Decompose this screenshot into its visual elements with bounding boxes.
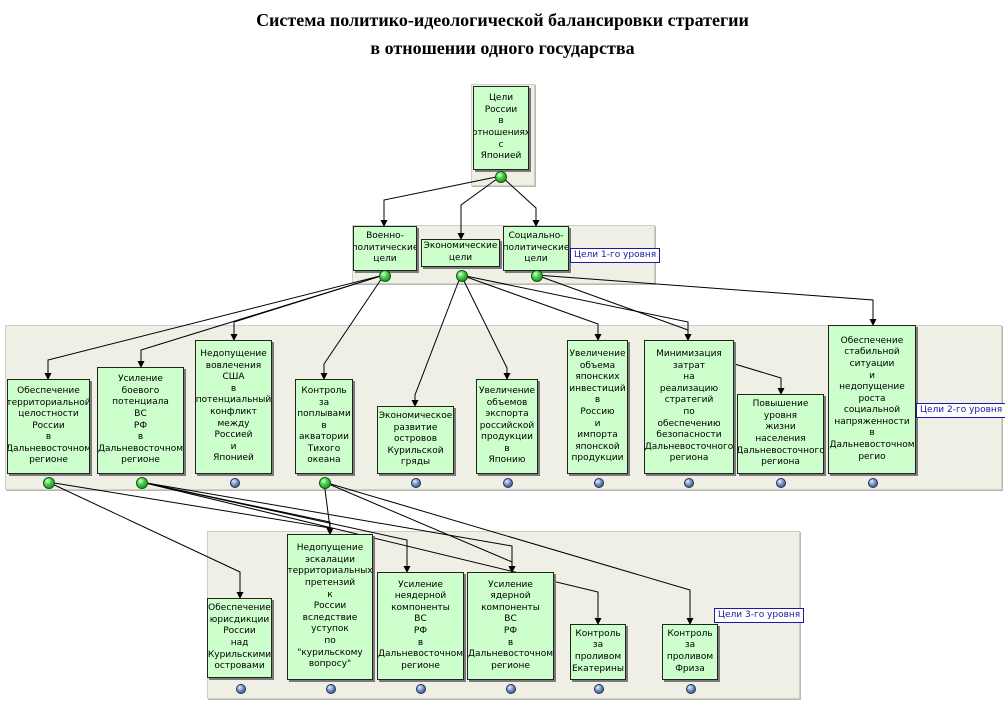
node-pacific-control[interactable]: Контроль за поплывами в акватории Тихого… xyxy=(295,379,353,474)
expand-dot-economic[interactable] xyxy=(456,270,468,282)
expand-dot-root[interactable] xyxy=(495,171,507,183)
leaf-dot-escalation[interactable] xyxy=(326,684,336,694)
node-friza-strait[interactable]: Контроль за проливом Фриза xyxy=(662,624,718,680)
node-security-costs[interactable]: Минимизация затрат на реализацию стратег… xyxy=(644,340,734,474)
node-military-political-goals[interactable]: Военно- политические цели xyxy=(353,226,417,271)
node-kuril-development[interactable]: Экономическое развитие островов Курильск… xyxy=(377,406,454,474)
expand-dot-combat[interactable] xyxy=(136,477,148,489)
page-title-line-1: Система политико-идеологической балансир… xyxy=(256,10,749,30)
node-export-growth[interactable]: Увеличение объемов экспорта российской п… xyxy=(476,379,538,474)
leaf-dot-ekaterina[interactable] xyxy=(594,684,604,694)
page-title-line-2: в отношении одного государства xyxy=(370,38,635,58)
node-usa-involvement[interactable]: Недопущение вовлечения США в потенциальн… xyxy=(195,340,272,474)
node-japanese-investment[interactable]: Увеличение объема японских инвестиций в … xyxy=(567,340,628,474)
node-combat-potential[interactable]: Усиление боевого потенциала ВС РФ в Даль… xyxy=(97,367,184,474)
node-root-goals[interactable]: Цели России в отношениях с Японией xyxy=(473,86,529,170)
label-level-3: Цели 3-го уровня xyxy=(714,608,805,623)
expand-dot-social[interactable] xyxy=(531,270,543,282)
leaf-dot-jurisdiction[interactable] xyxy=(236,684,246,694)
node-ekaterina-strait[interactable]: Контроль за проливом Екатерины xyxy=(570,624,626,680)
expand-dot-military[interactable] xyxy=(379,270,391,282)
leaf-dot-costs[interactable] xyxy=(684,478,694,488)
node-nuclear[interactable]: Усиление ядерной компоненты ВС РФ в Даль… xyxy=(467,572,554,680)
node-social-political-goals[interactable]: Социально- политические цели xyxy=(503,226,569,271)
leaf-dot-nuclear[interactable] xyxy=(506,684,516,694)
label-level-1: Цели 1-го уровня xyxy=(570,248,661,263)
label-level-2: Цели 2-го уровня xyxy=(916,403,1005,418)
node-territorial-integrity[interactable]: Обеспечение территориальной целостности … xyxy=(7,379,90,474)
leaf-dot-stability[interactable] xyxy=(868,478,878,488)
leaf-dot-kuril[interactable] xyxy=(411,478,421,488)
expand-dot-pacific[interactable] xyxy=(319,477,331,489)
node-non-nuclear[interactable]: Усиление неядерной компоненты ВС РФ в Да… xyxy=(377,572,464,680)
leaf-dot-living[interactable] xyxy=(776,478,786,488)
node-stability[interactable]: Обеспечение стабильной ситуации и недопу… xyxy=(828,325,916,474)
node-living-standards[interactable]: Повышение уровня жизни населения Дальнев… xyxy=(737,394,824,474)
leaf-dot-non-nuclear[interactable] xyxy=(416,684,426,694)
leaf-dot-investment[interactable] xyxy=(594,478,604,488)
leaf-dot-friza[interactable] xyxy=(686,684,696,694)
expand-dot-territorial[interactable] xyxy=(43,477,55,489)
leaf-dot-export[interactable] xyxy=(503,478,513,488)
node-economic-goals[interactable]: Экономические цели xyxy=(421,239,500,267)
node-escalation-prevention[interactable]: Недопущение эскалации территориальных пр… xyxy=(287,534,373,680)
node-jurisdiction[interactable]: Обеспечение юрисдикции России над Куриль… xyxy=(207,598,272,678)
leaf-dot-usa[interactable] xyxy=(230,478,240,488)
